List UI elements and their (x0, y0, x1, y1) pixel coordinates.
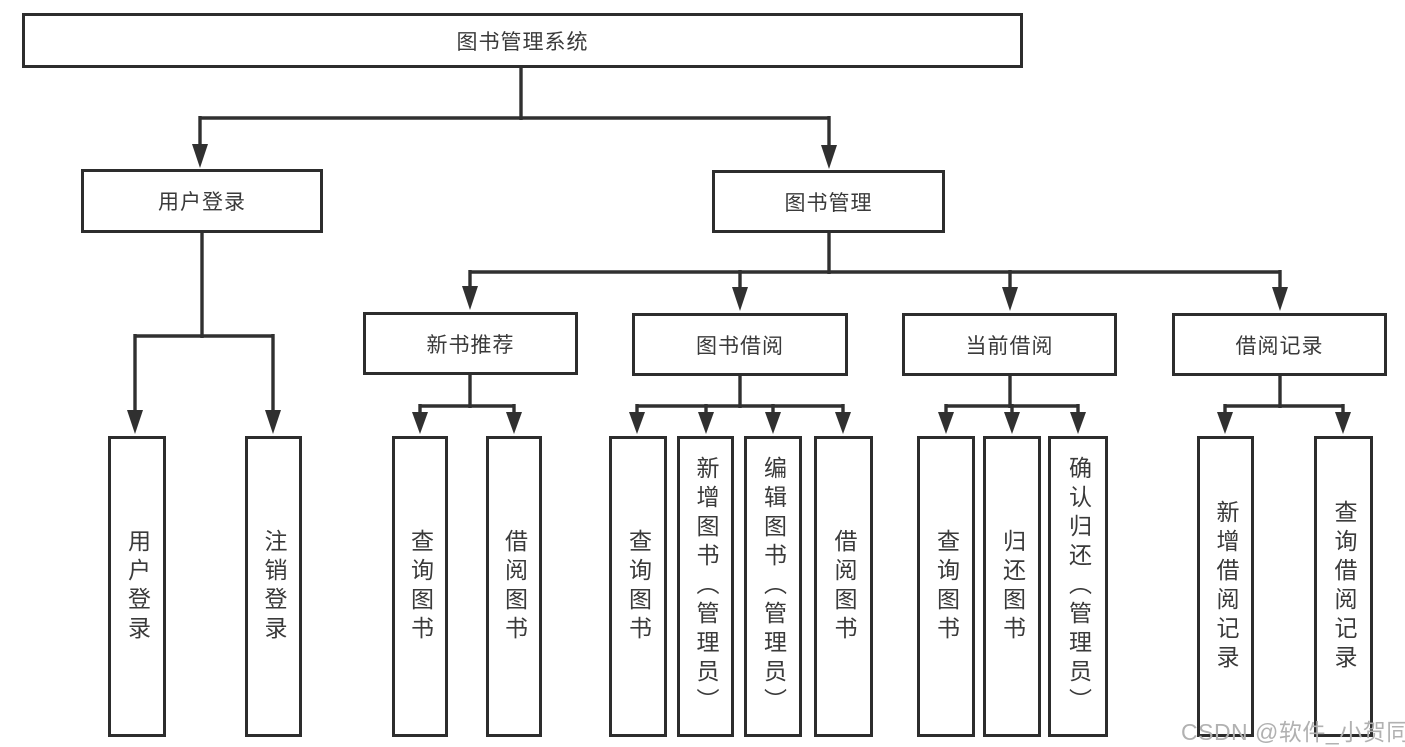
leaf-add-books-admin: 新增图书（管理员） (677, 436, 734, 737)
leaf-add-books-admin-label: 新增图书（管理员） (693, 456, 719, 717)
leaf-confirm-return-admin: 确认归还（管理员） (1048, 436, 1108, 737)
node-user-login: 用户登录 (81, 169, 323, 233)
node-book-borrow-label: 图书借阅 (696, 334, 784, 358)
node-current-borrow: 当前借阅 (902, 313, 1117, 376)
node-new-book-recommend-label: 新书推荐 (426, 333, 515, 357)
node-library-system: 图书管理系统 (22, 13, 1023, 68)
leaf-user-login: 用户登录 (108, 436, 166, 737)
leaf-query-books-current: 查询图书 (917, 436, 975, 737)
leaf-borrow-books-recommend: 借阅图书 (486, 436, 542, 737)
leaf-query-books-current-label: 查询图书 (933, 528, 960, 645)
leaf-return-books: 归还图书 (983, 436, 1041, 737)
leaf-borrow-books: 借阅图书 (814, 436, 873, 737)
leaf-return-books-label: 归还图书 (999, 528, 1026, 645)
node-new-book-recommend: 新书推荐 (363, 312, 578, 375)
node-user-login-label: 用户登录 (158, 191, 246, 214)
node-book-borrow: 图书借阅 (632, 313, 848, 376)
leaf-query-books-borrow-label: 查询图书 (625, 528, 652, 645)
leaf-edit-books-admin-label: 编辑图书（管理员） (760, 456, 787, 717)
leaf-logout-login: 注销登录 (245, 436, 302, 737)
leaf-query-borrow-record: 查询借阅记录 (1314, 436, 1373, 737)
leaf-borrow-books-label: 借阅图书 (831, 528, 857, 645)
leaf-query-books-borrow: 查询图书 (609, 436, 667, 737)
leaf-add-borrow-record: 新增借阅记录 (1197, 436, 1254, 737)
node-book-management-label: 图书管理 (784, 191, 873, 215)
leaf-edit-books-admin: 编辑图书（管理员） (744, 436, 802, 737)
leaf-add-borrow-record-label: 新增借阅记录 (1213, 499, 1239, 674)
csdn-watermark: CSDN @软件_小贺同学 (1181, 719, 1405, 745)
leaf-borrow-books-recommend-label: 借阅图书 (501, 528, 528, 645)
node-current-borrow-label: 当前借阅 (965, 334, 1054, 358)
leaf-query-borrow-record-label: 查询借阅记录 (1331, 499, 1357, 674)
node-borrow-records: 借阅记录 (1172, 313, 1387, 376)
leaf-confirm-return-admin-label: 确认归还（管理员） (1065, 456, 1092, 717)
node-book-management: 图书管理 (712, 170, 945, 233)
leaf-logout-login-label: 注销登录 (261, 528, 287, 645)
node-library-system-label: 图书管理系统 (456, 30, 589, 54)
leaf-query-books-recommend-label: 查询图书 (407, 528, 434, 645)
leaf-query-books-recommend: 查询图书 (392, 436, 448, 737)
node-borrow-records-label: 借阅记录 (1235, 334, 1324, 358)
leaf-user-login-label: 用户登录 (124, 528, 151, 645)
